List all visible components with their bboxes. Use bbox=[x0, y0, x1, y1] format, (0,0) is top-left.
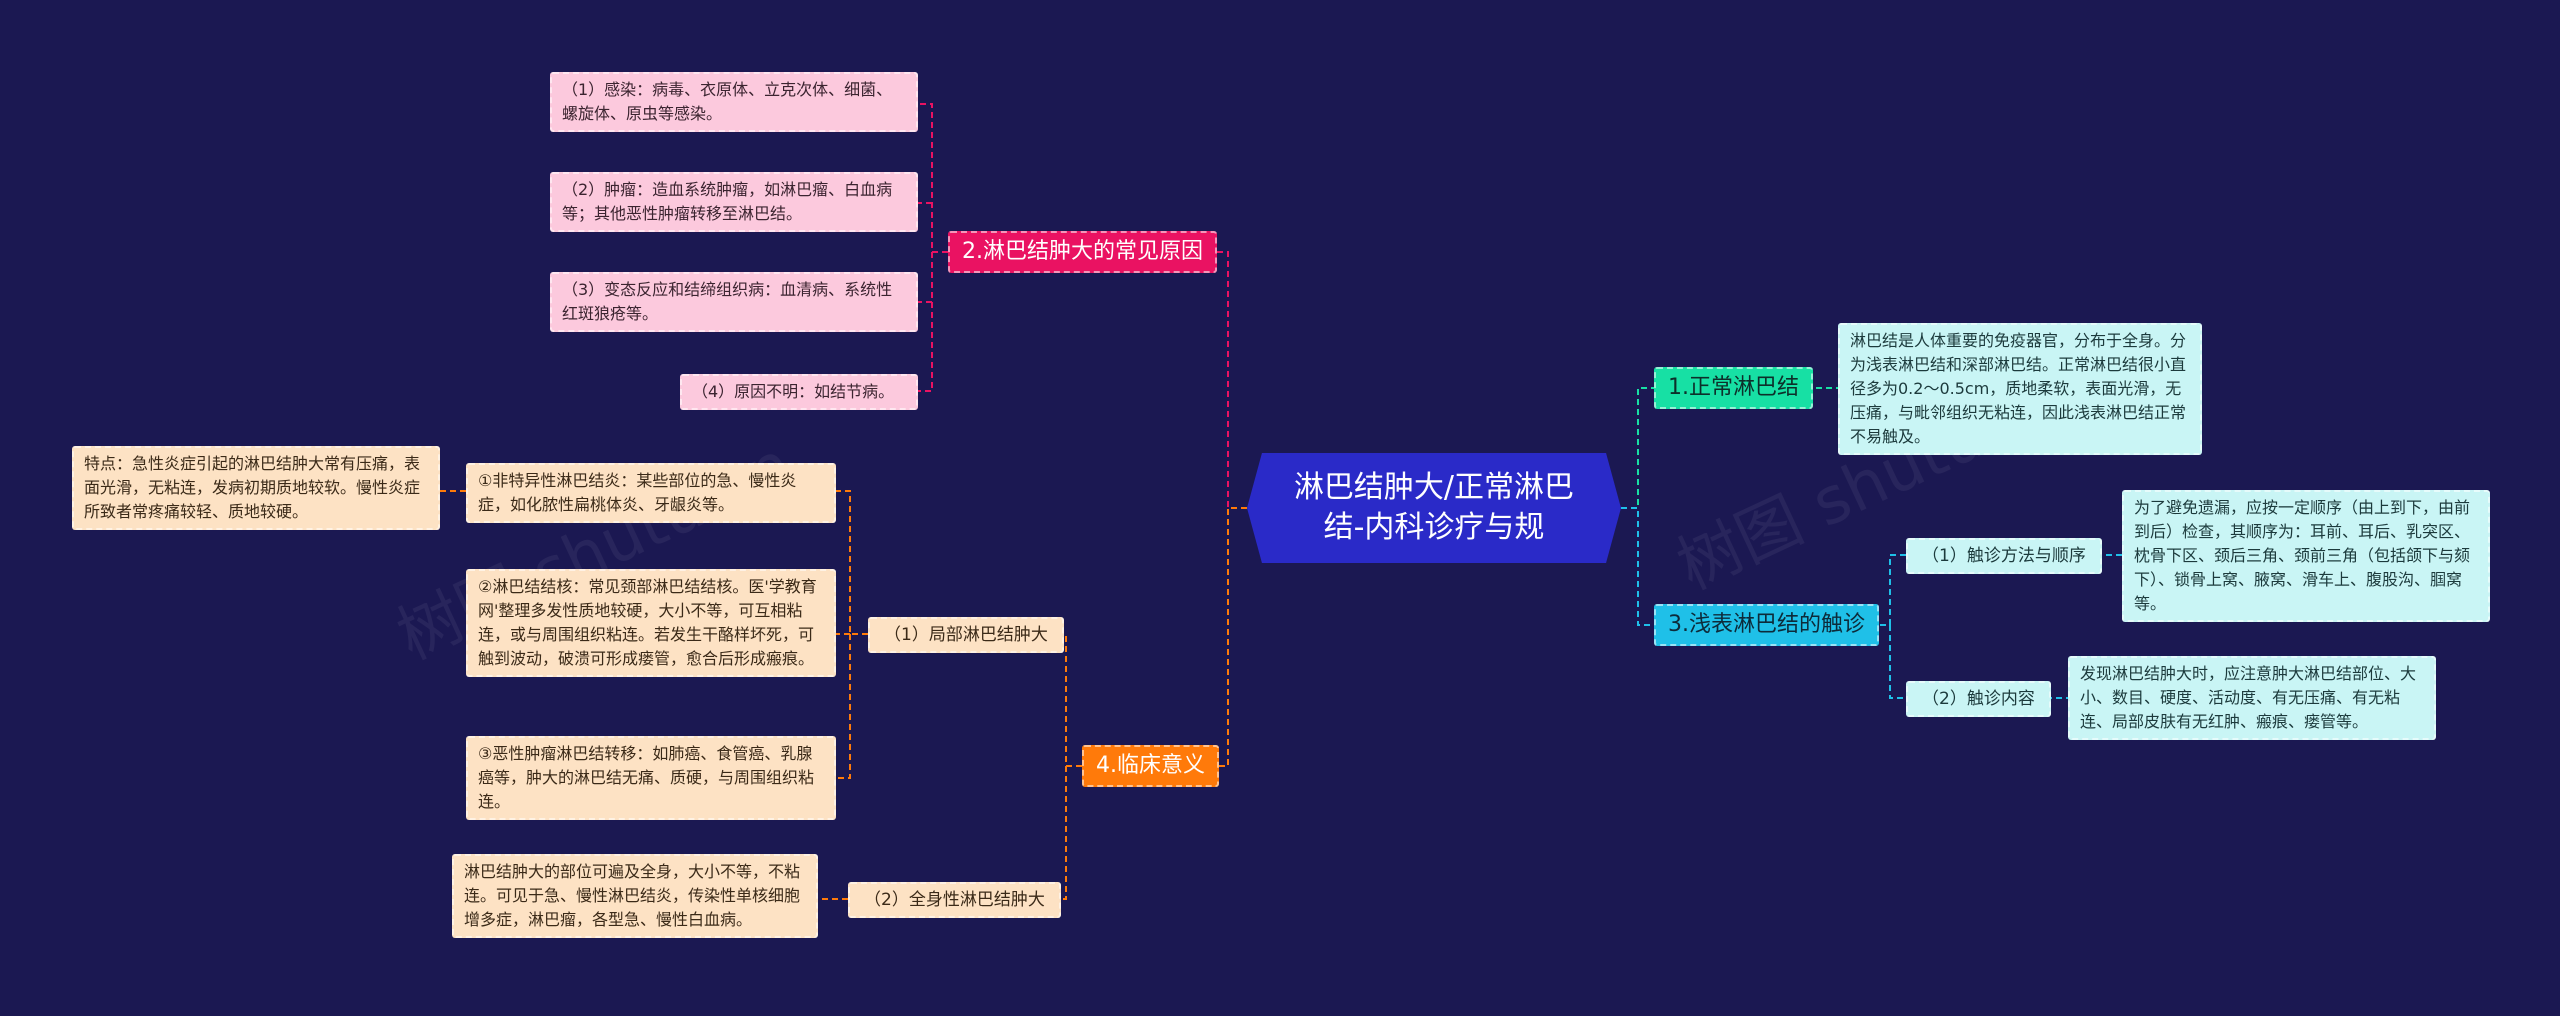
branch-normal-label: 1.正常淋巴结 bbox=[1668, 375, 1799, 400]
content-detail[interactable]: 发现淋巴结肿大时，应注意肿大淋巴结部位、大小、数目、硬度、活动度、有无压痛、有无… bbox=[2068, 656, 2436, 740]
sub-local-lymph-label: （1）局部淋巴结肿大 bbox=[884, 625, 1048, 645]
branch-clinical-label: 4.临床意义 bbox=[1096, 753, 1205, 778]
central-topic[interactable]: 淋巴结肿大/正常淋巴结-内科诊疗与规 bbox=[1247, 453, 1621, 563]
link-root-palpation bbox=[1621, 507, 1654, 626]
branch-palpation[interactable]: 3.浅表淋巴结的触诊 bbox=[1654, 604, 1879, 646]
sub-general-lymph[interactable]: （2）全身性淋巴结肿大 bbox=[848, 882, 1061, 918]
cause-item[interactable]: （1）感染：病毒、衣原体、立克次体、细菌、螺旋体、原虫等感染。 bbox=[550, 72, 918, 132]
cause-item[interactable]: （4）原因不明：如结节病。 bbox=[680, 374, 918, 410]
branch-clinical[interactable]: 4.临床意义 bbox=[1082, 745, 1219, 787]
link-root-clinical bbox=[1213, 507, 1247, 767]
feature-note[interactable]: 特点：急性炎症引起的淋巴结肿大常有压痛，表面光滑，无粘连，发病初期质地较软。慢性… bbox=[72, 446, 440, 530]
cause-item-text: （3）变态反应和结缔组织病：血清病、系统性红斑狼疮等。 bbox=[562, 280, 893, 323]
link-clinical-subs bbox=[1054, 633, 1082, 900]
branch-normal[interactable]: 1.正常淋巴结 bbox=[1654, 367, 1813, 409]
link-item-feature bbox=[439, 487, 466, 492]
local-item-text: ①非特异性淋巴结炎：某些部位的急、慢性炎症，如化脓性扁桃体炎、牙龈炎等。 bbox=[478, 471, 797, 514]
central-topic-label: 淋巴结肿大/正常淋巴结-内科诊疗与规 bbox=[1293, 470, 1575, 545]
local-item[interactable]: ③恶性肿瘤淋巴结转移：如肺癌、食管癌、乳腺癌等，肿大的淋巴结无痛、质硬，与周围组… bbox=[466, 736, 836, 820]
general-detail[interactable]: 淋巴结肿大的部位可遍及全身，大小不等，不粘连。可见于急、慢性淋巴结炎，传染性单核… bbox=[452, 854, 818, 938]
content-detail-text: 发现淋巴结肿大时，应注意肿大淋巴结部位、大小、数目、硬度、活动度、有无压痛、有无… bbox=[2080, 664, 2417, 731]
local-item-text: ②淋巴结结核：常见颈部淋巴结结核。医'学教育网'整理多发性质地较硬，大小不等，可… bbox=[478, 577, 817, 668]
method-detail[interactable]: 为了避免遗漏，应按一定顺序（由上到下，由前到后）检查，其顺序为：耳前、耳后、乳突… bbox=[2122, 490, 2490, 622]
link-root-normal bbox=[1621, 387, 1654, 509]
local-item-text: ③恶性肿瘤淋巴结转移：如肺癌、食管癌、乳腺癌等，肿大的淋巴结无痛、质硬，与周围组… bbox=[478, 744, 815, 811]
link-palpation-subs bbox=[1880, 554, 1906, 699]
link-local-items bbox=[836, 490, 868, 779]
method-detail-text: 为了避免遗漏，应按一定顺序（由上到下，由前到后）检查，其顺序为：耳前、耳后、乳突… bbox=[2134, 498, 2471, 613]
sub-palpation-content[interactable]: （2）触诊内容 bbox=[1906, 681, 2051, 717]
local-item[interactable]: ①非特异性淋巴结炎：某些部位的急、慢性炎症，如化脓性扁桃体炎、牙龈炎等。 bbox=[466, 463, 836, 523]
sub-general-lymph-label: （2）全身性淋巴结肿大 bbox=[864, 890, 1045, 910]
sub-palpation-content-label: （2）触诊内容 bbox=[1922, 689, 2035, 709]
sub-palpation-method-label: （1）触诊方法与顺序 bbox=[1922, 546, 2086, 566]
sub-local-lymph[interactable]: （1）局部淋巴结肿大 bbox=[868, 617, 1064, 653]
general-detail-text: 淋巴结肿大的部位可遍及全身，大小不等，不粘连。可见于急、慢性淋巴结炎，传染性单核… bbox=[464, 862, 801, 929]
link-root-causes bbox=[1213, 251, 1247, 509]
branch-palpation-label: 3.浅表淋巴结的触诊 bbox=[1668, 612, 1865, 637]
feature-note-text: 特点：急性炎症引起的淋巴结肿大常有压痛，表面光滑，无粘连，发病初期质地较软。慢性… bbox=[84, 454, 421, 521]
branch-causes-label: 2.淋巴结肿大的常见原因 bbox=[962, 239, 1203, 264]
cause-item[interactable]: （2）肿瘤：造血系统肿瘤，如淋巴瘤、白血病等；其他恶性肿瘤转移至淋巴结。 bbox=[550, 172, 918, 232]
normal-detail-text: 淋巴结是人体重要的免疫器官，分布于全身。分为浅表淋巴结和深部淋巴结。正常淋巴结很… bbox=[1850, 331, 2187, 446]
cause-item-text: （1）感染：病毒、衣原体、立克次体、细菌、螺旋体、原虫等感染。 bbox=[562, 80, 893, 123]
cause-item-text: （4）原因不明：如结节病。 bbox=[692, 382, 895, 401]
local-item[interactable]: ②淋巴结结核：常见颈部淋巴结结核。医'学教育网'整理多发性质地较硬，大小不等，可… bbox=[466, 569, 836, 677]
cause-item[interactable]: （3）变态反应和结缔组织病：血清病、系统性红斑狼疮等。 bbox=[550, 272, 918, 332]
branch-causes[interactable]: 2.淋巴结肿大的常见原因 bbox=[948, 231, 1217, 273]
sub-palpation-method[interactable]: （1）触诊方法与顺序 bbox=[1906, 538, 2102, 574]
normal-detail[interactable]: 淋巴结是人体重要的免疫器官，分布于全身。分为浅表淋巴结和深部淋巴结。正常淋巴结很… bbox=[1838, 323, 2202, 455]
cause-item-text: （2）肿瘤：造血系统肿瘤，如淋巴瘤、白血病等；其他恶性肿瘤转移至淋巴结。 bbox=[562, 180, 893, 223]
link-causes-leaves bbox=[918, 103, 948, 392]
